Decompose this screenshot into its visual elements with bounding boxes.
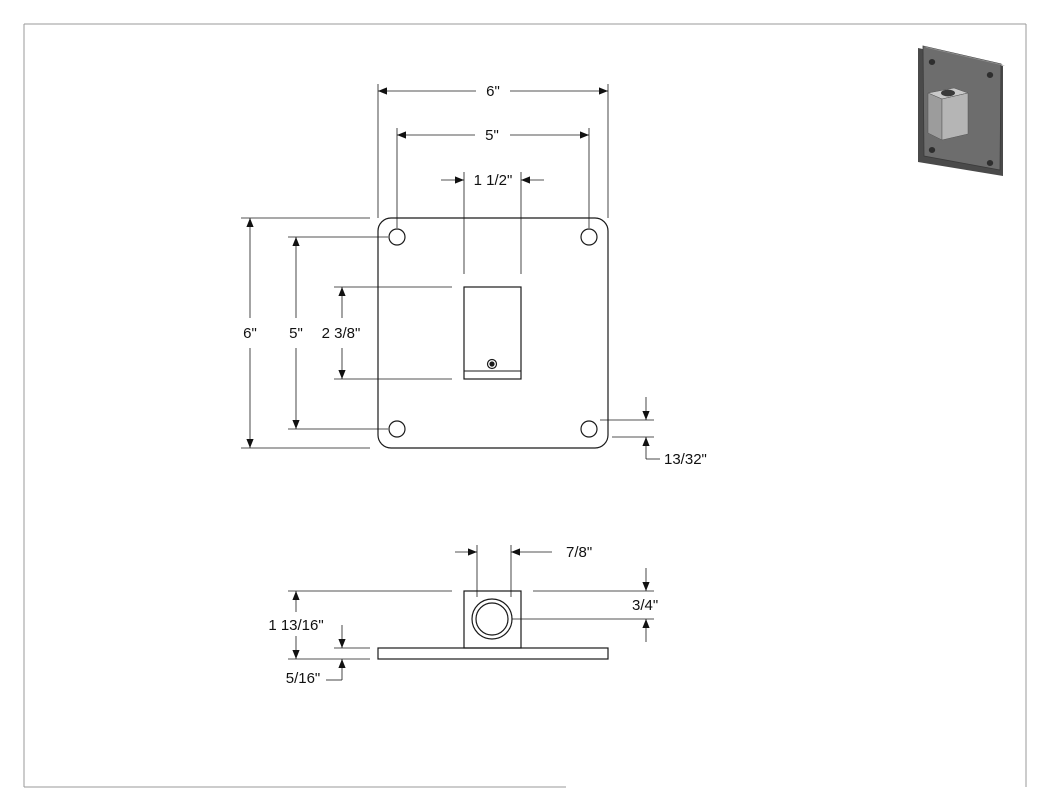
- dim-tube-width: 1 1/2": [474, 172, 513, 189]
- dim-plate-thickness: 5/16": [286, 670, 321, 687]
- mounting-hole-top-left: [388, 228, 406, 246]
- base-plate-side: [377, 647, 609, 660]
- dim-tube-wall: 7/8": [566, 544, 592, 561]
- set-screw-hole: [486, 358, 498, 370]
- square-tube-outline: [463, 286, 522, 380]
- side-view-labels: 7/8" 3/4" 1 13/16" 5/16": [268, 544, 658, 687]
- mounting-hole-bottom-left: [388, 420, 406, 438]
- tube-bore-inner: [475, 602, 509, 636]
- dim-overall-height: 6": [243, 325, 257, 342]
- tube-bore-outer: [471, 598, 513, 640]
- drawing-frame: [23, 23, 1027, 788]
- mounting-hole-bottom-right: [580, 420, 598, 438]
- isometric-preview: [918, 45, 1005, 176]
- dim-bore-diameter: 3/4": [632, 597, 658, 614]
- square-tube-side: [463, 590, 522, 649]
- top-view-labels: 6" 5" 1 1/2" 6" 5" 2 3/8" 13/32": [243, 83, 707, 468]
- dim-hole-spacing-height: 5": [289, 325, 303, 342]
- side-view: [377, 590, 609, 660]
- top-view: [377, 217, 609, 449]
- dim-hole-edge-offset: 13/32": [664, 451, 707, 468]
- mounting-hole-top-right: [580, 228, 598, 246]
- dim-total-height: 1 13/16": [268, 617, 323, 634]
- dim-hole-spacing-width: 5": [485, 127, 499, 144]
- base-plate-outline: [377, 217, 609, 449]
- side-view-dimensions: [288, 545, 654, 681]
- top-view-dimensions: [241, 84, 660, 460]
- dim-overall-width: 6": [486, 83, 500, 100]
- dim-tube-height: 2 3/8": [322, 325, 361, 342]
